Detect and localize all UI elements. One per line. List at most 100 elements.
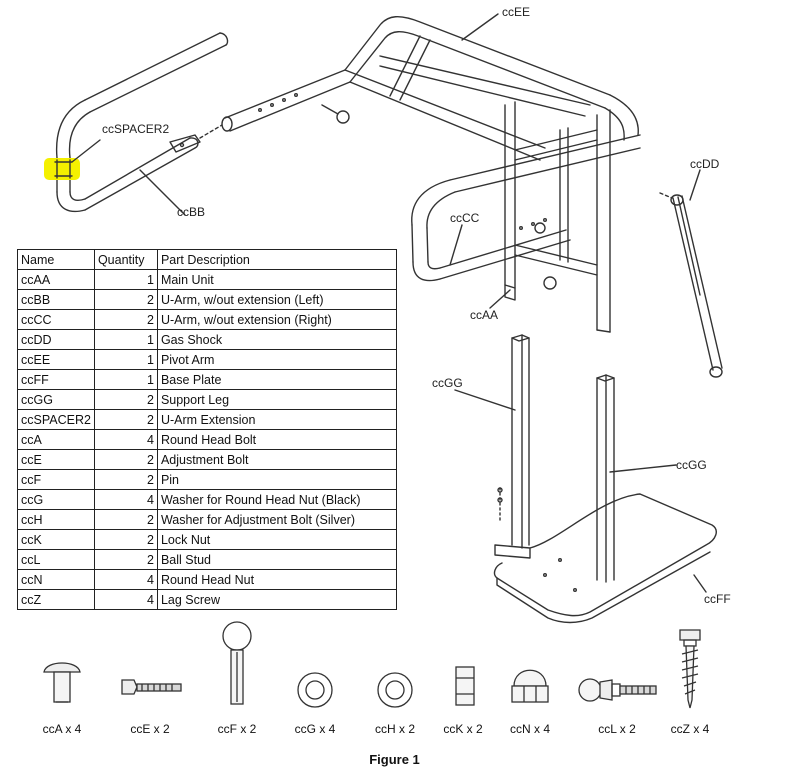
- cell-name: ccF: [17, 469, 95, 490]
- cell-description: Washer for Round Head Nut (Black): [156, 489, 398, 510]
- cell-quantity: 2: [93, 389, 158, 410]
- leader-ccFF: [693, 574, 707, 593]
- cell-name: ccZ: [17, 589, 95, 610]
- cell-description: Main Unit: [156, 269, 398, 290]
- label-ccDD: ccDD: [690, 157, 720, 171]
- cell-quantity: 2: [93, 409, 158, 430]
- cell-description: U-Arm, w/out extension (Left): [156, 289, 398, 310]
- label-ccAA: ccAA: [470, 308, 499, 322]
- cell-quantity: 2: [93, 309, 158, 330]
- header-quantity: Quantity: [93, 249, 158, 270]
- label-ccGG-left: ccGG: [432, 376, 463, 390]
- pivot-arm-extension: [221, 69, 351, 132]
- cell-description: Lag Screw: [156, 589, 398, 610]
- cell-name: ccGG: [17, 389, 95, 410]
- support-leg-right: [596, 374, 615, 583]
- cell-name: ccEE: [17, 349, 95, 370]
- header-description: Part Description: [156, 249, 398, 270]
- cell-quantity: 4: [93, 489, 158, 510]
- cell-description: Support Leg: [156, 389, 398, 410]
- header-name: Name: [17, 249, 95, 270]
- cell-name: ccE: [17, 449, 95, 470]
- cell-quantity: 1: [93, 329, 158, 350]
- washer-silver-icon: [377, 672, 413, 708]
- cell-description: Pin: [156, 469, 398, 490]
- base-plate: [493, 487, 717, 624]
- cell-name: ccL: [17, 549, 95, 570]
- cell-quantity: 4: [93, 569, 158, 590]
- cell-quantity: 2: [93, 529, 158, 550]
- hardware-label: ccZ x 4: [670, 722, 710, 736]
- cell-quantity: 1: [93, 369, 158, 390]
- cell-name: ccDD: [17, 329, 95, 350]
- cell-quantity: 2: [93, 549, 158, 570]
- cell-name: ccK: [17, 529, 95, 550]
- cell-description: U-Arm Extension: [156, 409, 398, 430]
- hardware-label: ccF x 2: [217, 722, 257, 736]
- cell-name: ccA: [17, 429, 95, 450]
- cell-description: Gas Shock: [156, 329, 398, 350]
- cell-name: ccFF: [17, 369, 95, 390]
- lock-nut-icon: [455, 666, 475, 706]
- cell-quantity: 2: [93, 469, 158, 490]
- hardware-label: ccH x 2: [374, 722, 415, 736]
- figure-caption: Figure 1: [369, 752, 420, 767]
- support-leg-left: [494, 334, 531, 559]
- leader-ccEE: [461, 13, 499, 41]
- cell-name: ccCC: [17, 309, 95, 330]
- cell-description: Washer for Adjustment Bolt (Silver): [156, 509, 398, 530]
- label-ccEE: ccEE: [502, 5, 531, 19]
- pin-drawing: [321, 104, 350, 124]
- leader-ccBB: [139, 169, 186, 216]
- cell-description: Adjustment Bolt: [156, 449, 398, 470]
- leader-ccGG-left: [454, 389, 516, 411]
- leader-ccCC: [449, 224, 463, 266]
- cell-description: U-Arm, w/out extension (Right): [156, 309, 398, 330]
- leader-spacer: [71, 139, 101, 163]
- cell-name: ccN: [17, 569, 95, 590]
- cell-name: ccAA: [17, 269, 95, 290]
- cell-name: ccSPACER2: [17, 409, 95, 430]
- cell-quantity: 1: [93, 349, 158, 370]
- table-header-row: Name Quantity Part Description: [17, 249, 398, 270]
- round-head-bolt-icon: [43, 662, 81, 703]
- cell-name: ccBB: [17, 289, 95, 310]
- spacer-highlight: [44, 158, 80, 180]
- washer-black-icon: [297, 672, 333, 708]
- cell-name: ccH: [17, 509, 95, 530]
- hardware-label: ccK x 2: [443, 722, 483, 736]
- cell-quantity: 4: [93, 429, 158, 450]
- gas-shock: [659, 192, 723, 378]
- pivot-arm-frame: [344, 16, 639, 161]
- cell-description: Base Plate: [156, 369, 398, 390]
- cell-description: Round Head Bolt: [156, 429, 398, 450]
- hardware-label: ccL x 2: [598, 722, 636, 736]
- pin-icon: [222, 621, 252, 705]
- label-ccGG-right: ccGG: [676, 458, 707, 472]
- cell-quantity: 1: [93, 269, 158, 290]
- cell-description: Ball Stud: [156, 549, 398, 570]
- cell-description: Round Head Nut: [156, 569, 398, 590]
- hardware-label: ccN x 4: [509, 722, 550, 736]
- cell-quantity: 2: [93, 449, 158, 470]
- cell-quantity: 4: [93, 589, 158, 610]
- leader-ccGG-right: [609, 464, 677, 473]
- ball-stud-icon: [578, 678, 657, 702]
- round-head-nut-icon: [511, 669, 549, 703]
